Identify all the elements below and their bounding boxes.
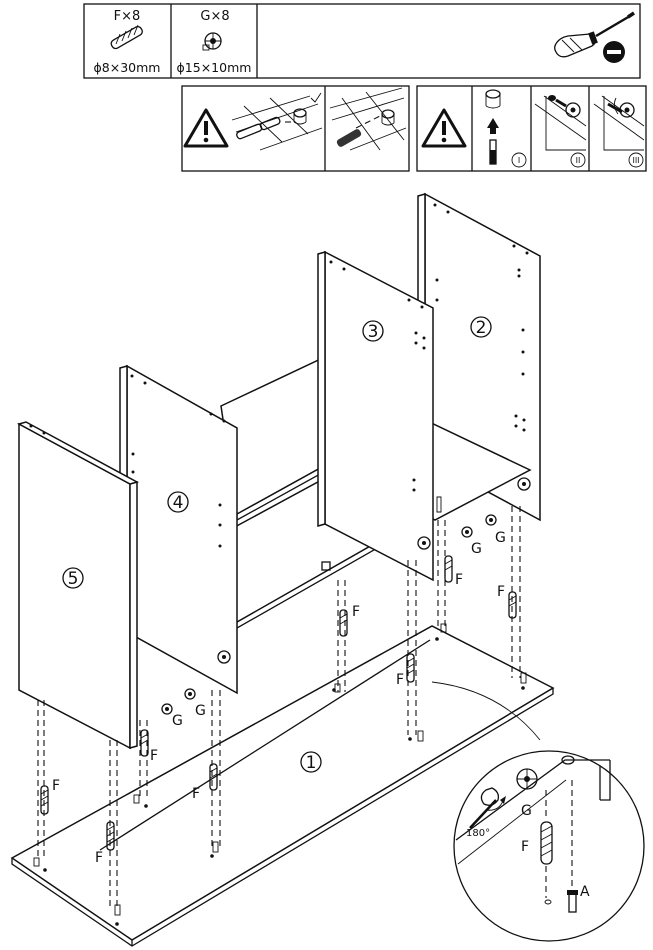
label-f: F [95, 850, 103, 866]
screwdriver-icon [554, 11, 635, 58]
dowel-icon [110, 24, 143, 50]
warning-icon [183, 108, 229, 148]
warning-box-dowel [181, 85, 410, 172]
label-f: F [52, 778, 60, 794]
panel-number-2: 2 [476, 318, 487, 338]
cam-lock-parts: G G G G [161, 477, 531, 729]
step-roman-3: III [632, 156, 639, 165]
label-g: G [495, 530, 506, 546]
panel-number-4: 4 [173, 493, 184, 513]
cam-size: ϕ15×10mm [177, 60, 252, 75]
cam-lock-icon [517, 477, 531, 491]
label-f: F [192, 786, 200, 802]
dowel-icon [106, 821, 115, 851]
panel-number-5: 5 [68, 569, 79, 589]
panel-1-base: 1 [10, 625, 555, 947]
minus-icon [603, 41, 625, 63]
dowel-icon [140, 729, 149, 757]
cam-lock-icon [417, 536, 431, 550]
screwdriver-icon [469, 787, 506, 829]
dowel-icon [209, 763, 218, 791]
warning-icon [421, 108, 467, 148]
cam-lock-icon [461, 514, 497, 538]
label-f: F [455, 572, 463, 588]
correct-dowel-illustration [231, 92, 323, 151]
dowel-labels: F F F F F F F F [52, 572, 505, 866]
label-g: G [195, 703, 206, 719]
cam-lock-icon [202, 32, 222, 51]
panel-number-1: 1 [306, 753, 317, 773]
label-f: F [497, 584, 505, 600]
panel-number-3: 3 [368, 322, 379, 342]
label-f: F [352, 604, 360, 620]
dowel-icon [406, 653, 415, 683]
dowel-icon [540, 821, 553, 865]
label-f: F [396, 672, 404, 688]
assembly-view: 1 2 [10, 192, 555, 947]
step-roman-2: II [576, 156, 581, 165]
dowel-icon [339, 609, 348, 637]
bolt-a-icon [567, 780, 578, 913]
parts-table: F×8 ϕ8×30mm G×8 ϕ15×10mm [83, 3, 641, 79]
dowel-icon [508, 591, 517, 619]
label-f: F [150, 748, 158, 764]
dowel-size: ϕ8×30mm [94, 60, 161, 75]
rotation-angle: 180° [466, 828, 490, 839]
panel-3: 3 [317, 250, 434, 582]
dowels [33, 555, 527, 916]
cam-lock-icon [516, 768, 538, 790]
dowel-qty: F×8 [114, 9, 141, 24]
detail-callout: 180° G F A [431, 681, 645, 942]
label-g: G [521, 803, 532, 819]
cam-lock-icon [217, 650, 231, 664]
cam-step-1: I [485, 89, 527, 168]
label-f: F [521, 839, 529, 855]
wrong-dowel-illustration [329, 87, 407, 151]
cam-qty: G×8 [200, 9, 229, 24]
label-a: A [580, 884, 590, 900]
dowel-icon [444, 555, 453, 583]
cam-lock-icon [161, 688, 196, 715]
panel-5: 5 [17, 421, 139, 750]
cam-step-3: III [593, 95, 645, 168]
label-g: G [471, 541, 482, 557]
cam-step-2: II [534, 95, 587, 168]
dowel-icon [40, 785, 49, 815]
warning-box-cam: I II III [416, 85, 647, 172]
step-roman-1: I [518, 156, 520, 165]
label-g: G [172, 713, 183, 729]
